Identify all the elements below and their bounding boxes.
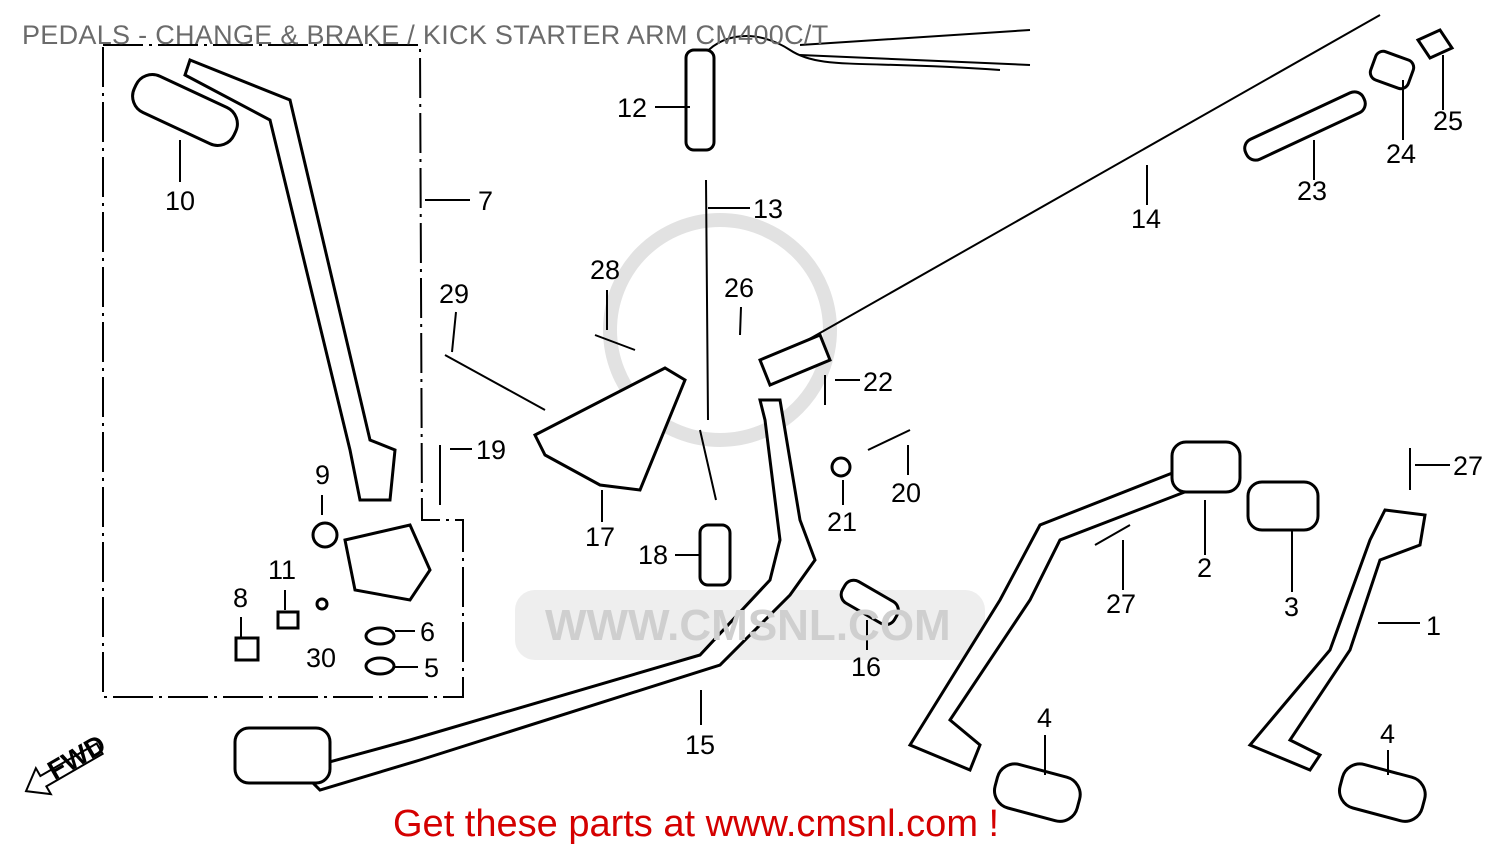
callout-part-12: 12: [617, 93, 647, 123]
callout-part-5: 5: [424, 653, 439, 683]
callout-part-30: 30: [306, 643, 336, 673]
change-pedal-alt: [1247, 508, 1427, 772]
callout-part-25: 25: [1433, 106, 1463, 136]
callout-part-11: 11: [268, 555, 296, 585]
kick-starter-arm: [183, 58, 397, 502]
callout-part-8: 8: [233, 583, 248, 613]
callout-part-7: 7: [478, 186, 493, 216]
pedal-bracket: [532, 366, 687, 492]
callout-part-27: 27: [1453, 451, 1483, 481]
callout-part-24: 24: [1386, 139, 1416, 169]
callout-part-10: 10: [165, 186, 195, 216]
callout-part-2: 2: [1197, 553, 1212, 583]
callout-part-6: 6: [420, 617, 435, 647]
callout-part-13: 13: [753, 194, 783, 224]
callout-part-17: 17: [585, 522, 615, 552]
callout-part-29: 29: [439, 279, 469, 309]
watermark-text: WWW.CMSNL.COM: [545, 601, 951, 650]
kick-starter-group-box: [102, 44, 464, 698]
kick-rubber: [131, 73, 239, 147]
callout-part-19: 19: [476, 435, 506, 465]
callout-part-9: 9: [315, 460, 330, 490]
callout-part-26: 26: [724, 273, 754, 303]
fwd-label: FWD: [43, 729, 111, 786]
brake-pedal: [297, 398, 817, 792]
kick-pivot: [343, 523, 432, 602]
callout-part-1: 1: [1426, 611, 1441, 641]
callout-part-18: 18: [638, 540, 668, 570]
callout-part-21: 21: [827, 507, 857, 537]
leader-lines: [179, 55, 1450, 775]
callout-part-16: 16: [851, 652, 881, 682]
callout-part-27: 27: [1106, 589, 1136, 619]
page-title: PEDALS - CHANGE & BRAKE / KICK STARTER A…: [22, 20, 829, 50]
callout-part-20: 20: [891, 478, 921, 508]
callout-part-23: 23: [1297, 176, 1327, 206]
get-parts-link[interactable]: Get these parts at www.cmsnl.com !: [393, 803, 1000, 845]
callout-part-14: 14: [1131, 204, 1161, 234]
callout-part-3: 3: [1284, 592, 1299, 622]
forward-direction-arrow: FWD: [24, 729, 111, 796]
callout-part-28: 28: [590, 255, 620, 285]
brake-pedal-pad: [233, 726, 332, 785]
callout-part-22: 22: [863, 367, 893, 397]
callout-part-4: 4: [1037, 703, 1052, 733]
change-pedal: [907, 468, 1193, 772]
callout-part-15: 15: [685, 730, 715, 760]
callout-part-4: 4: [1380, 719, 1395, 749]
